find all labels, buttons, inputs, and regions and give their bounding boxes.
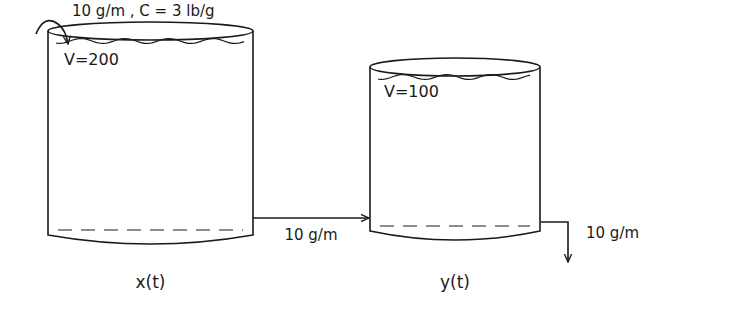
amount-label: y(t): [440, 272, 470, 292]
volume-label: V=100: [384, 82, 439, 101]
flow-rate-label: 10 g/m: [584, 224, 641, 242]
tank: V=200x(t): [48, 22, 253, 244]
flow-rate-label: 10 g/m: [282, 226, 339, 244]
volume-label: V=200: [64, 50, 119, 69]
tank: V=100y(t): [370, 58, 540, 240]
inflow-arrow: [36, 21, 68, 44]
amount-label: x(t): [136, 272, 166, 292]
water-surface: [378, 75, 530, 80]
tank-bottom: [58, 229, 243, 230]
outflow-arrow: [541, 222, 568, 262]
tank-bottom: [380, 225, 530, 226]
flow-rate-label: 10 g/m , C = 3 lb/g: [70, 2, 217, 20]
water-surface: [56, 39, 244, 44]
flow-arrow: [253, 217, 369, 219]
